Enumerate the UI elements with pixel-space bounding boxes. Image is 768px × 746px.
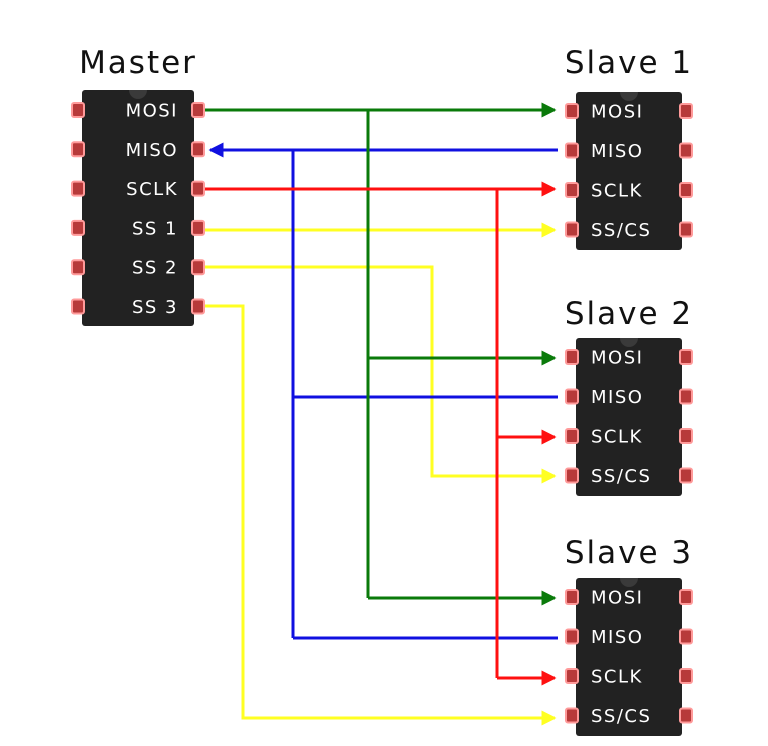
master-chip-pin-label: MISO — [126, 140, 178, 161]
slave-2-chip-pin-label: SS/CS — [591, 466, 651, 487]
slave-3-chip-title: Slave 3 — [565, 535, 693, 571]
master-chip-right-pin — [191, 102, 205, 118]
master-chip-pin-label: SCLK — [126, 179, 178, 200]
slave-1-chip-left-pin — [565, 182, 579, 198]
slave-1-chip-pin-label: SS/CS — [591, 220, 651, 241]
slave-2-chip-left-pin — [565, 349, 579, 365]
slave-2-chip-pin-label: SCLK — [591, 427, 643, 448]
slave-1-chip-notch — [620, 92, 638, 101]
slave-1-chip-right-pin — [679, 221, 693, 238]
slave-3-chip-left-pin — [565, 668, 579, 684]
slave-1-chip-title: Slave 1 — [565, 45, 693, 81]
slave-1-chip: Slave 1 MOSI MISO SCLK SS/CS — [565, 45, 693, 250]
slave-2-chip-left-pin — [565, 428, 579, 444]
master-chip-right-pin — [191, 219, 205, 236]
slave-3-chip-left-pin — [565, 589, 579, 605]
slave-2-chip-title: Slave 2 — [565, 296, 693, 332]
slave-3-chip: Slave 3 MOSI MISO SCLK SS/CS — [565, 535, 693, 736]
master-chip-title: Master — [79, 45, 197, 81]
master-chip-left-pin — [71, 298, 85, 315]
slave-3-chip-body — [576, 578, 682, 736]
slave-3-chip-right-pin — [679, 589, 693, 605]
slave-2-chip-left-pin — [565, 388, 579, 405]
slave-3-chip-pin-label: MOSI — [591, 588, 643, 609]
master-chip-pin-label: SS 2 — [132, 258, 178, 279]
slave-1-chip-left-pin — [565, 142, 579, 159]
master-chip-pin-label: SS 1 — [132, 218, 178, 239]
master-chip-right-pin — [191, 180, 205, 197]
master-chip-left-pin — [71, 219, 85, 236]
master-chip-left-pin — [71, 102, 85, 118]
slave-2-chip-right-pin — [679, 388, 693, 405]
master-chip-notch — [129, 90, 147, 99]
master-chip-left-pin — [71, 259, 85, 276]
master-chip-right-pin — [191, 259, 205, 276]
slave-1-chip-pin-label: MISO — [591, 141, 643, 162]
master-chip-left-pin — [71, 180, 85, 197]
slave-2-chip-body — [576, 338, 682, 496]
master-chip-left-pin — [71, 141, 85, 158]
slave-1-chip-right-pin — [679, 182, 693, 198]
slave-3-chip-right-pin — [679, 707, 693, 724]
slave-2-chip-right-pin — [679, 428, 693, 444]
wires — [205, 102, 558, 726]
slave-3-chip-right-pin — [679, 628, 693, 645]
slave-3-chip-pin-label: MISO — [591, 627, 643, 648]
slave-3-chip-left-pin — [565, 707, 579, 724]
master-chip-right-pin — [191, 141, 205, 158]
slave-3-chip-pin-label: SCLK — [591, 667, 643, 688]
slave-1-chip-left-pin — [565, 103, 579, 119]
master-chip-pin-label: MOSI — [126, 101, 178, 122]
slave-3-chip-right-pin — [679, 668, 693, 684]
slave-2-chip-pin-label: MOSI — [591, 348, 643, 369]
slave-3-chip-notch — [620, 578, 638, 587]
slave-1-chip-left-pin — [565, 221, 579, 238]
slave-2-chip: Slave 2 MOSI MISO SCLK SS/CS — [565, 296, 693, 496]
slave-2-chip-notch — [620, 338, 638, 347]
master-chip-right-pin — [191, 298, 205, 315]
master-chip-body — [82, 90, 194, 326]
ss3-wire — [205, 304, 557, 726]
ss2-wire — [205, 265, 557, 484]
slave-1-chip-right-pin — [679, 103, 693, 119]
slave-1-chip-right-pin — [679, 142, 693, 159]
slave-2-chip-pin-label: MISO — [591, 387, 643, 408]
master-chip-pin-label: SS 3 — [132, 297, 178, 318]
slave-1-chip-pin-label: MOSI — [591, 102, 643, 123]
slave-2-chip-right-pin — [679, 467, 693, 484]
slave-2-chip-left-pin — [565, 467, 579, 484]
slave-1-chip-body — [576, 92, 682, 250]
slave-3-chip-pin-label: SS/CS — [591, 706, 651, 727]
slave-1-chip-pin-label: SCLK — [591, 181, 643, 202]
slave-3-chip-left-pin — [565, 628, 579, 645]
slave-2-chip-right-pin — [679, 349, 693, 365]
